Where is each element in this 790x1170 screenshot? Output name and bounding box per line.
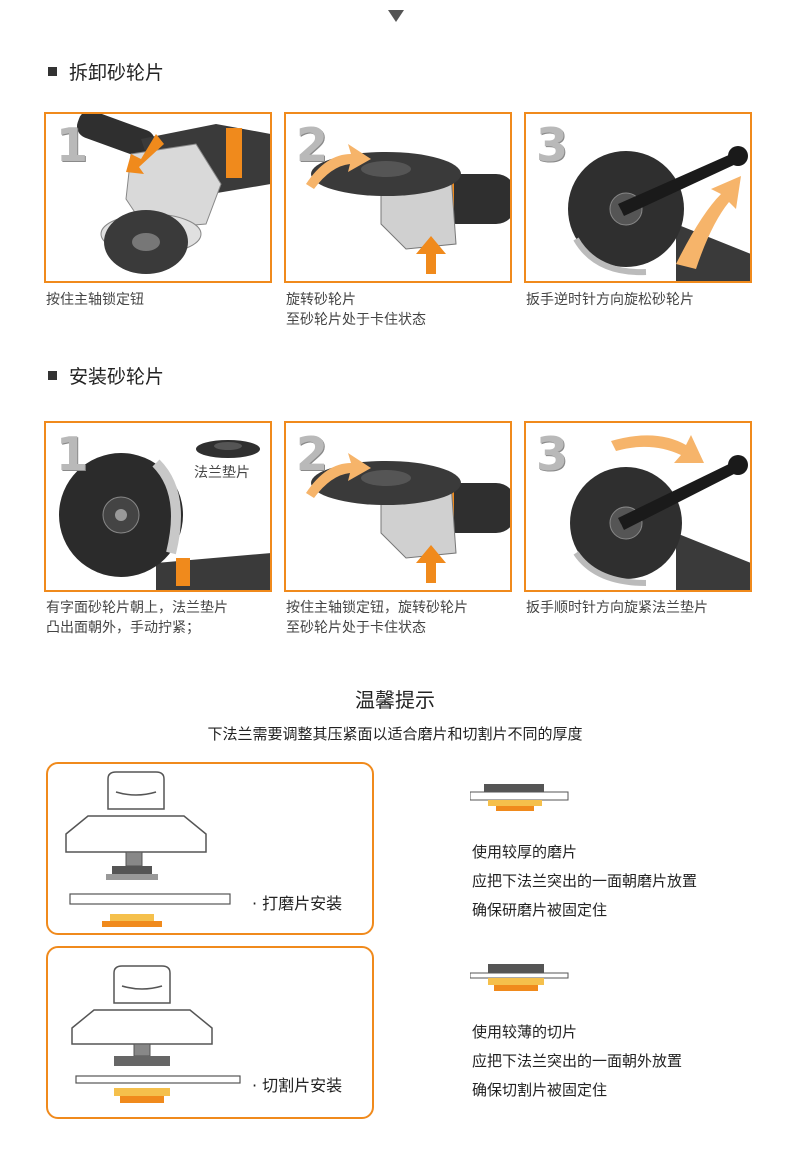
wrench-tighten-illustration — [570, 435, 750, 590]
install-step-2-caption: 按住主轴锁定钮，旋转砂轮片 至砂轮片处于卡住状态 — [286, 600, 468, 636]
cutting-install-label: · 切割片安装 — [252, 1076, 343, 1095]
cutting-install-box: · 切割片安装 — [46, 946, 374, 1119]
remove-step-3-caption: 扳手逆时针方向旋松砂轮片 — [526, 292, 694, 308]
thick-disc-flange-icon — [470, 784, 569, 811]
remove-section-title: 拆卸砂轮片 — [48, 58, 164, 85]
install-step-3-caption: 扳手顺时针方向旋紧法兰垫片 — [526, 600, 708, 616]
remove-step-1-caption: 按住主轴锁定钮 — [46, 292, 144, 308]
grinder-rotate-disc-illustration — [306, 144, 510, 274]
wrench-loosen-illustration — [568, 146, 750, 281]
step-number: 3 — [536, 427, 569, 481]
tips-title: 温馨提示 — [355, 688, 435, 712]
bullet-square-icon — [48, 67, 57, 76]
cutting-info-text: 使用较薄的切片 应把下法兰突出的一面朝外放置 确保切割片被固定住 — [472, 1023, 683, 1099]
grinder-press-lock-illustration — [77, 114, 270, 274]
remove-step-2-image: 2 — [284, 112, 512, 283]
step-number: 3 — [536, 118, 569, 172]
disc-with-flange-illustration — [59, 440, 270, 590]
install-step-2-image: 2 — [284, 421, 512, 592]
grinding-flange-diagram — [65, 771, 231, 927]
flange-label: 法兰垫片 — [194, 465, 250, 481]
install-step-1-caption: 有字面砂轮片朝上，法兰垫片 凸出面朝外，手动拧紧； — [46, 600, 228, 636]
grinding-install-label: · 打磨片安装 — [252, 894, 343, 913]
remove-step-2-caption: 旋转砂轮片 至砂轮片处于卡住状态 — [286, 292, 426, 328]
cutting-flange-diagram — [71, 965, 241, 1103]
remove-step-1-image: 1 — [44, 112, 272, 283]
remove-step-3-image: 3 — [524, 112, 752, 283]
step-number: 2 — [296, 118, 329, 172]
tips-subtitle: 下法兰需要调整其压紧面以适合磨片和切割片不同的厚度 — [207, 725, 583, 743]
down-arrow-icon — [388, 10, 404, 22]
install-step-1-image: 1 — [44, 421, 272, 592]
step-number: 1 — [56, 427, 89, 481]
grinder-rotate-disc-illustration — [306, 453, 510, 583]
grinding-install-box: · 打磨片安装 — [46, 762, 374, 935]
install-section-title: 安装砂轮片 — [48, 362, 164, 389]
step-number: 2 — [296, 427, 329, 481]
step-number: 1 — [56, 118, 89, 172]
bullet-square-icon — [48, 371, 57, 380]
thin-disc-flange-icon — [470, 964, 569, 991]
install-step-3-image: 3 — [524, 421, 752, 592]
grinding-info-text: 使用较厚的磨片 应把下法兰突出的一面朝磨片放置 确保研磨片被固定住 — [472, 843, 698, 919]
